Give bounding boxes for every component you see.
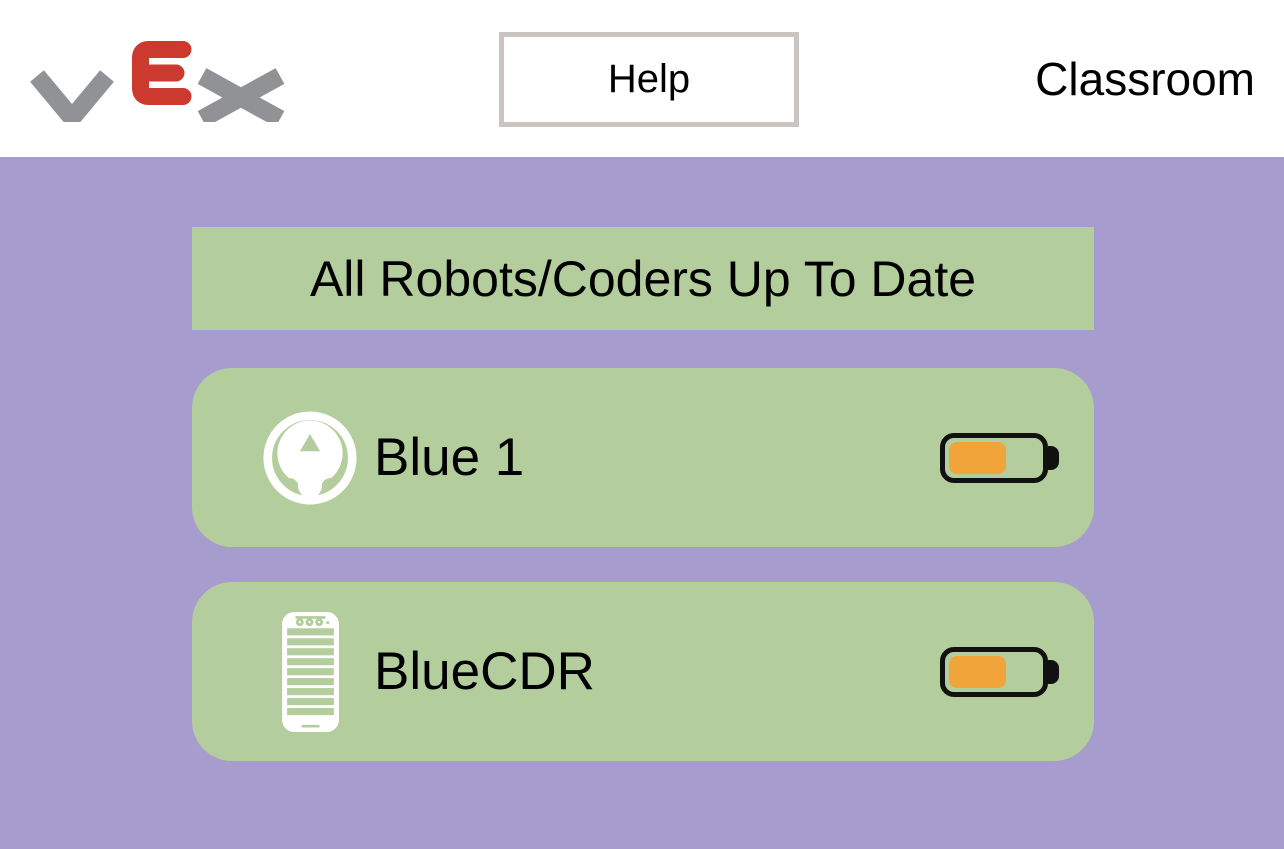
battery-indicator (940, 646, 1048, 697)
classroom-button-label: Classroom (1035, 52, 1255, 105)
device-card-bluecdr[interactable]: BlueCDR (192, 582, 1094, 761)
device-icon-box (250, 410, 370, 506)
battery-fill (949, 441, 1006, 474)
status-banner-text: All Robots/Coders Up To Date (309, 250, 977, 307)
status-banner: All Robots/Coders Up To Date (192, 227, 1094, 330)
battery-indicator (940, 432, 1048, 483)
123-robot-icon (263, 410, 357, 505)
help-button-label: Help (607, 57, 691, 101)
device-label: Blue 1 (374, 428, 525, 487)
classroom-button[interactable]: Classroom (1035, 0, 1255, 157)
battery-fill (949, 655, 1006, 688)
header-bar: Help Classroom (0, 0, 1284, 157)
device-label: BlueCDR (374, 642, 595, 701)
coder-icon (281, 611, 339, 732)
device-card-blue-1[interactable]: Blue 1 (192, 368, 1094, 547)
help-button[interactable]: Help (499, 32, 799, 127)
device-icon-box (250, 611, 370, 732)
vex-logo-icon (30, 41, 285, 122)
